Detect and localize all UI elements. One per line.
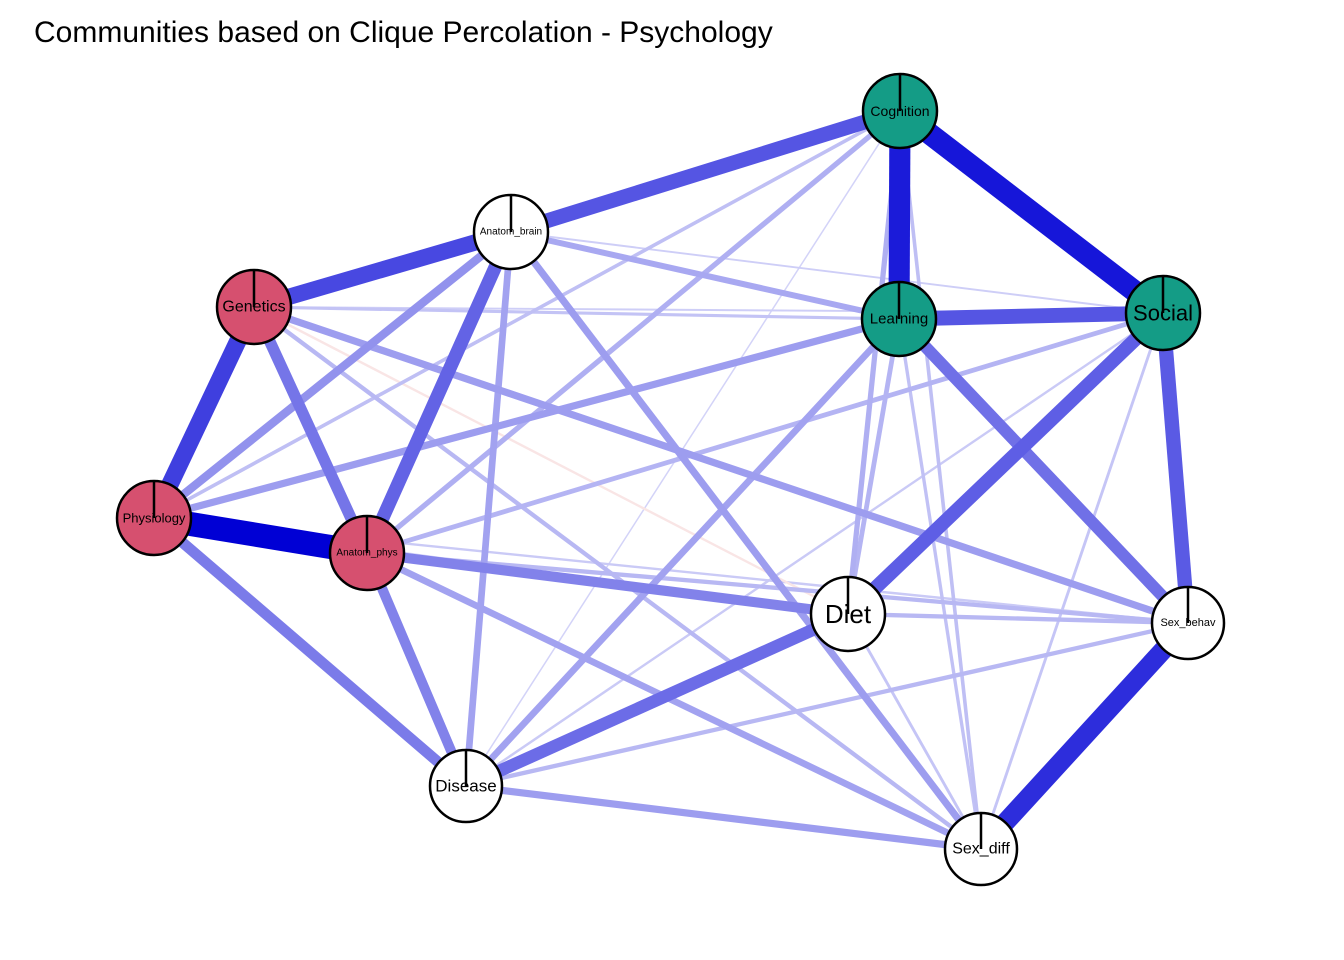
edge-cognition-anatom_phys	[365, 108, 902, 556]
node-label: Physiology	[123, 511, 186, 526]
edge-anatom_phys-social	[366, 310, 1164, 556]
node-genetics: Genetics	[215, 268, 293, 346]
node-cognition: Cognition	[861, 72, 939, 150]
edge-genetics-anatom_brain	[251, 224, 514, 315]
edge-anatom_brain-disease	[462, 231, 515, 787]
node-label: Sex_behav	[1160, 617, 1216, 629]
edge-social-diet	[843, 307, 1168, 620]
edge-anatom_phys-diet	[366, 548, 849, 619]
node-social: Social	[1124, 274, 1202, 352]
node-sex-diff: Sex_diff	[943, 811, 1019, 887]
node-learning: Learning	[860, 280, 938, 358]
edge-anatom_brain-physiology	[151, 228, 514, 522]
edge-disease-sex_diff	[465, 782, 982, 853]
node-physiology: Physiology	[115, 479, 193, 557]
node-sex-behav: Sex_behav	[1150, 585, 1226, 661]
edge-disease-social	[465, 312, 1164, 787]
node-diet: Diet	[809, 575, 887, 653]
node-anatom-phys: Anatom_phys	[328, 514, 406, 592]
edge-anatom_brain-cognition	[508, 103, 903, 240]
chart-title: Communities based on Clique Percolation …	[34, 16, 773, 49]
node-anatom-brain: Anatom_brain	[472, 193, 550, 271]
edge-anatom_phys-sex_diff	[365, 549, 983, 853]
edge-anatom_phys-disease	[362, 551, 471, 788]
node-label: Genetics	[222, 299, 285, 316]
node-label: Learning	[870, 311, 928, 328]
edge-layer	[146, 102, 1196, 856]
edge-genetics-sex_behav	[252, 303, 1190, 627]
edge-physiology-disease	[150, 513, 470, 791]
node-label: Social	[1133, 301, 1193, 326]
edge-genetics-physiology	[146, 303, 262, 522]
edge-physiology-cognition	[153, 109, 901, 520]
edge-physiology-learning	[153, 315, 900, 522]
edge-anatom_brain-social	[510, 231, 1164, 314]
node-label: Disease	[435, 777, 496, 796]
edge-anatom_brain-sex_diff	[508, 229, 984, 852]
node-label: Cognition	[870, 103, 929, 119]
edge-anatom_brain-anatom_phys	[360, 229, 518, 556]
node-disease: Disease	[428, 748, 504, 824]
node-label: Anatom_phys	[336, 548, 397, 559]
edge-learning-sex_behav	[894, 314, 1193, 628]
node-label: Sex_diff	[952, 841, 1010, 858]
edge-cognition-sex_diff	[898, 110, 983, 850]
edge-diet-disease	[463, 608, 851, 792]
edge-anatom_phys-sex_behav	[366, 550, 1189, 626]
edge-learning-diet	[845, 318, 902, 615]
edge-learning-sex_diff	[897, 318, 983, 850]
edge-cognition-social	[893, 102, 1170, 322]
node-label: Diet	[825, 599, 872, 629]
edge-diet-sex_diff	[846, 613, 983, 850]
edge-anatom_brain-learning	[510, 229, 900, 322]
edge-sex_behav-sex_diff	[973, 616, 1196, 856]
node-label: Anatom_brain	[480, 227, 542, 238]
edge-disease-sex_behav	[465, 620, 1189, 789]
edge-social-sex_behav	[1155, 312, 1196, 624]
edge-disease-learning	[463, 316, 902, 789]
edge-learning-social	[898, 305, 1164, 327]
edge-diet-sex_behav	[847, 611, 1189, 626]
edge-genetics-anatom_phys	[248, 304, 373, 556]
edge-genetics-sex_diff	[252, 305, 983, 851]
